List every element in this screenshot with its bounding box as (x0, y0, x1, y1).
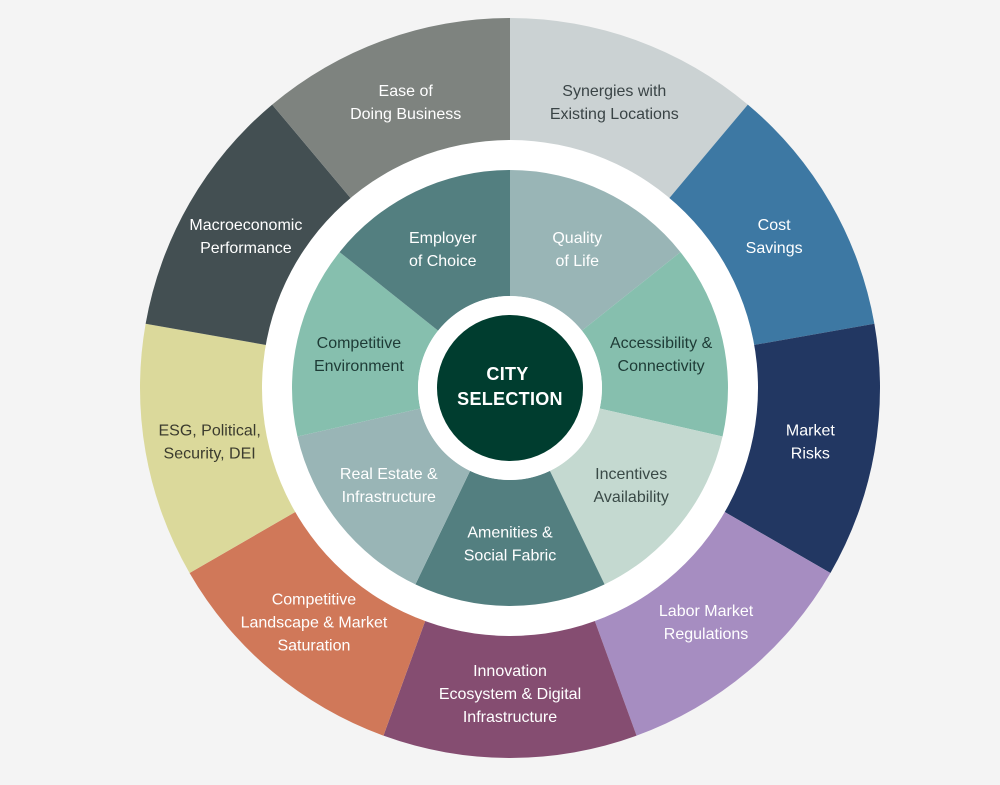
inner-ring-label: Accessibility & Connectivity (610, 335, 713, 375)
inner-ring-label-line: Infrastructure (342, 489, 436, 506)
outer-ring-label-line: ESG, Political, (159, 422, 261, 439)
inner-ring-wedge (510, 170, 681, 331)
inner-ring-label: Real Estate & Infrastructure (340, 466, 438, 506)
inner-ring-label-line: Connectivity (618, 358, 705, 375)
inner-ring-wedge (581, 252, 728, 437)
center-disc (437, 315, 583, 461)
inner-ring-label: Quality of Life (552, 230, 602, 270)
inner-ring-label: Amenities & Social Fabric (464, 525, 556, 565)
inner-ring-segment-amenities-social-fabric: Amenities & Social Fabric (415, 470, 605, 606)
outer-ring-label-line: Savings (746, 240, 803, 257)
center-label: CITY SELECTION (457, 364, 563, 409)
outer-ring-label: Ease of Doing Business (350, 83, 461, 123)
center-label-line: CITY (486, 364, 528, 384)
inner-ring-label: Employer of Choice (409, 230, 477, 270)
inner-ring-label-line: Availability (594, 489, 669, 506)
inner-ring-label-line: Social Fabric (464, 548, 556, 565)
inner-ring-label-line: of Life (555, 253, 599, 270)
inner-ring-segment-accessibility-connectivity: Accessibility & Connectivity (581, 252, 728, 437)
inner-ring-label-line: Competitive (317, 335, 402, 352)
outer-ring-label-line: Innovation (473, 663, 547, 680)
inner-ring-wedge (339, 170, 510, 331)
outer-ring-label-line: Macroeconomic (189, 217, 302, 234)
inner-ring-label-line: Real Estate & (340, 466, 438, 483)
outer-ring-label-line: Labor Market (659, 603, 754, 620)
center-label-line: SELECTION (457, 389, 563, 409)
outer-ring-label-line: Cost (758, 217, 791, 234)
inner-ring-wedge (549, 408, 723, 585)
inner-ring-wedge (415, 470, 605, 606)
outer-ring-label-line: Ease of (379, 83, 434, 100)
inner-ring-label-line: of Choice (409, 253, 477, 270)
outer-ring-label-line: Competitive (272, 592, 357, 609)
inner-ring-label-line: Employer (409, 230, 477, 247)
inner-ring-label-line: Incentives (595, 466, 667, 483)
outer-ring-label-line: Landscape & Market (241, 615, 388, 632)
outer-ring-label-line: Performance (200, 240, 292, 257)
inner-ring-label-line: Accessibility & (610, 335, 713, 352)
inner-ring-segment-quality-of-life: Quality of Life (510, 170, 681, 331)
outer-ring-label-line: Doing Business (350, 106, 461, 123)
inner-ring-label-line: Amenities & (467, 525, 553, 542)
inner-ring-label-line: Environment (314, 358, 404, 375)
outer-ring-label-line: Risks (791, 445, 830, 462)
inner-ring-label-line: Quality (552, 230, 602, 247)
outer-ring-label-line: Regulations (664, 626, 749, 643)
outer-ring-label-line: Security, DEI (164, 445, 256, 462)
outer-ring-label: ESG, Political, Security, DEI (159, 422, 261, 462)
outer-ring-label-line: Existing Locations (550, 106, 679, 123)
inner-ring-wedge (297, 408, 471, 585)
outer-ring-label-line: Market (786, 422, 835, 439)
inner-ring-wedge (292, 252, 439, 437)
outer-ring-label-line: Ecosystem & Digital (439, 686, 581, 703)
outer-ring-label-line: Infrastructure (463, 709, 557, 726)
outer-ring-label-line: Saturation (277, 638, 350, 655)
outer-ring-label-line: Synergies with (562, 83, 666, 100)
inner-ring-segment-real-estate-infrastructure: Real Estate & Infrastructure (297, 408, 471, 585)
inner-ring-segment-employer-of-choice: Employer of Choice (339, 170, 510, 331)
